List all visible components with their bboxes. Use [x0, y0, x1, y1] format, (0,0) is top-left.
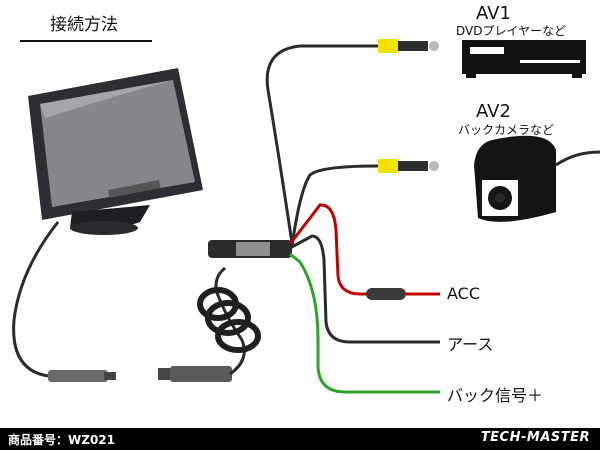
page-title: 接続方法	[50, 15, 118, 35]
av2-rca-plug-icon	[378, 159, 439, 173]
splitter-box-icon	[208, 240, 292, 258]
av1-label: AV1	[476, 3, 511, 24]
acc-wire	[288, 203, 368, 296]
dvd-player-icon	[462, 40, 586, 78]
product-number: 商品番号：WZ021	[8, 433, 115, 447]
av1-cable	[265, 44, 378, 244]
camera-icon	[474, 135, 600, 222]
ground-wire	[289, 234, 440, 344]
monitor-icon	[28, 68, 203, 235]
acc-label: ACC	[447, 284, 481, 303]
reverse-signal-label: バック信号＋	[447, 386, 544, 405]
ground-label: アース	[447, 335, 494, 354]
footer-bar: 商品番号：WZ021 TECH-MASTER	[0, 428, 600, 450]
av1-rca-plug-icon	[378, 39, 439, 53]
av2-description: バックカメラなど	[458, 123, 555, 137]
harness-plug-icon	[158, 366, 232, 382]
brand-logo: TECH-MASTER	[480, 430, 590, 445]
monitor-plug-icon	[48, 370, 116, 382]
monitor-cable	[12, 221, 60, 378]
fuse-holder-icon	[366, 288, 406, 300]
av2-label: AV2	[476, 101, 511, 122]
av2-cable	[290, 164, 379, 247]
av1-description: DVDプレイヤーなど	[456, 24, 567, 38]
harness-cable	[214, 266, 246, 376]
cable-coil	[197, 287, 261, 353]
title-underline	[20, 40, 152, 42]
reverse-wire	[289, 252, 440, 394]
